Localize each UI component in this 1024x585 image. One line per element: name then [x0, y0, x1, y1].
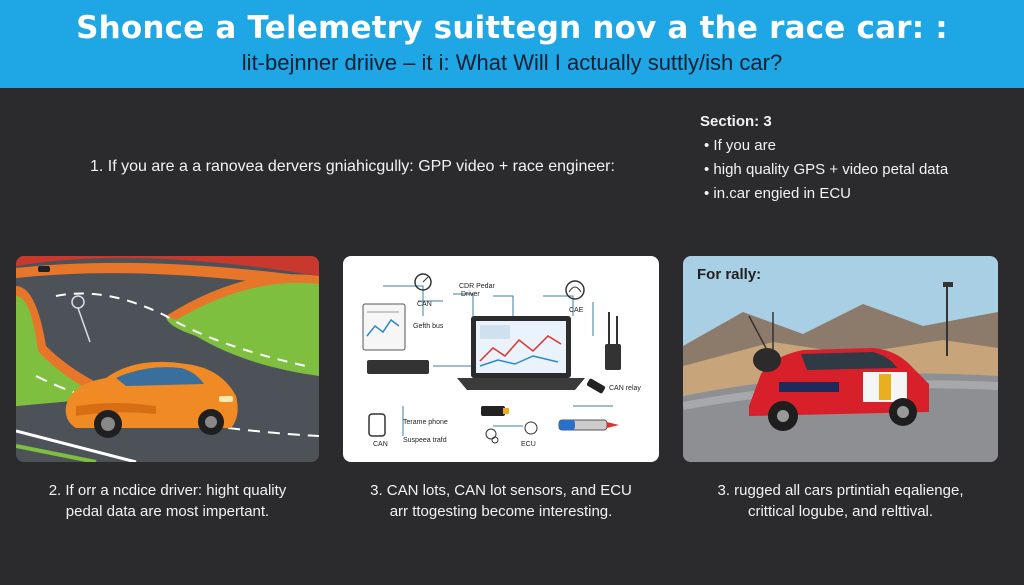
- rally-image: [683, 256, 998, 462]
- section-3-bullet: • If you are: [704, 137, 776, 154]
- can-gauge-icon: [414, 273, 432, 291]
- caption-2: 3. CAN lots, CAN lot sensors, and ECU ar…: [343, 480, 659, 522]
- intro-line: 1. If you are a a ranovea dervers gniahi…: [90, 158, 615, 175]
- label-driver: Driver: [461, 291, 480, 298]
- gps-icon: [71, 295, 91, 343]
- caption-1-line-1: 2. If orr a ncdice driver: hight quality: [48, 482, 287, 499]
- label-cdr-pedal: CDR Pedar: [459, 283, 495, 290]
- caption-2-line-1: 3. CAN lots, CAN lot sensors, and ECU: [370, 482, 632, 499]
- race-track-image: [16, 256, 319, 462]
- rally-illustration: For rally:: [683, 256, 998, 462]
- caption-1-line-2: pedal data are most impertant.: [65, 503, 270, 520]
- label-can-2: CAN: [373, 441, 388, 448]
- orange-sports-car: [65, 361, 238, 438]
- can-relay-icon: [586, 378, 606, 394]
- caption-3-line-2: crittical logube, and relttival.: [747, 503, 934, 520]
- race-track-illustration: [16, 256, 319, 462]
- wiring-diagram: CAN CDR Pedar Driver Gefth bus CAE: [362, 273, 641, 448]
- label-can-relay: CAN relay: [609, 385, 641, 392]
- data-logger-doc-icon: [362, 303, 406, 351]
- telemetry-diagram: CAN CDR Pedar Driver Gefth bus CAE: [343, 256, 659, 462]
- caption-3-line-1: 3. rugged all cars prtintiah eqalienge,: [717, 482, 964, 499]
- caption-3: 3. rugged all cars prtintiah eqalienge, …: [683, 480, 998, 522]
- caption-2-line-2: arr ttogesting become interesting.: [389, 503, 613, 520]
- usb-dongle: [481, 406, 505, 416]
- caption-1: 2. If orr a ncdice driver: hight quality…: [16, 480, 319, 522]
- cae-gauge-icon: [565, 280, 585, 300]
- ecu-icon: [524, 421, 538, 435]
- section-3-heading: Section: 3: [700, 113, 772, 130]
- phone-icon: [368, 413, 386, 437]
- label-suspend-trafd: Suspeea trafd: [403, 437, 447, 444]
- header-banner: Shonce a Telemetry suittegn nov a the ra…: [0, 0, 1024, 88]
- rally-car: [748, 312, 929, 431]
- label-terame-phone: Terame phone: [403, 419, 448, 426]
- laptop-icon: [457, 316, 585, 390]
- antenna-radio-icon: [605, 312, 621, 370]
- page-subtitle: lit-bejnner driive – it i: What Will I a…: [241, 50, 783, 75]
- page-title: Shonce a Telemetry suittegn nov a the ra…: [76, 10, 948, 46]
- sensor-probe-icon: [558, 419, 619, 431]
- label-can: CAN: [417, 301, 432, 308]
- label-cae: CAE: [569, 307, 584, 314]
- rally-title: For rally:: [697, 266, 762, 283]
- section-3-bullet: • high quality GPS + video petal data: [704, 161, 949, 178]
- label-ecu: ECU: [521, 441, 536, 448]
- label-getti-bus: Gefth bus: [413, 323, 444, 330]
- ecu-box: [367, 360, 429, 374]
- section-3-bullet: • in.car engied in ECU: [704, 185, 851, 202]
- section-3: Section: 3 • If you are • high quality G…: [700, 110, 948, 206]
- suspension-sensor-icon: [485, 428, 499, 444]
